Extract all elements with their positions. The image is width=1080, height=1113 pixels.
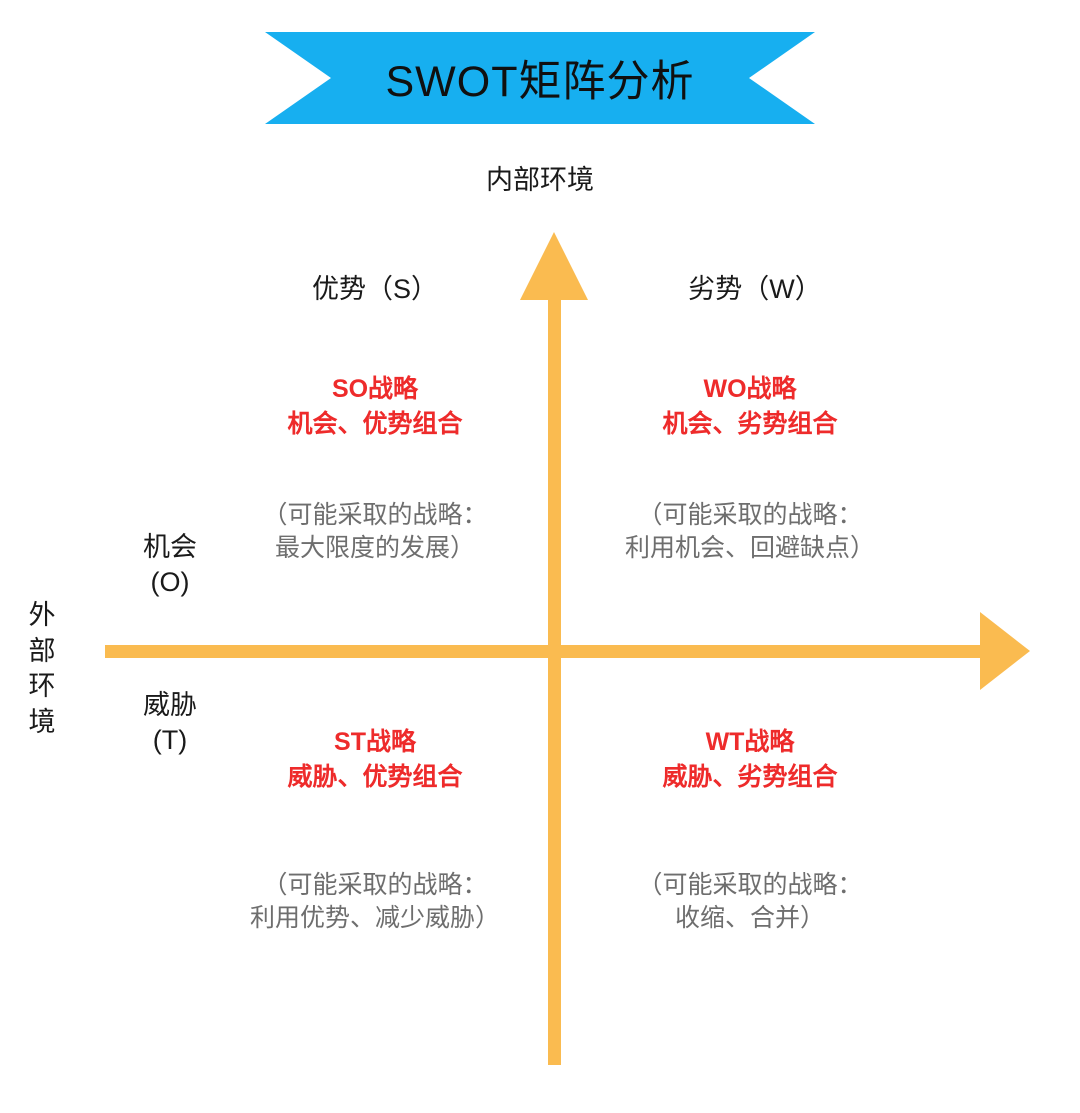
threat-axis-label: 威胁 (T) [143, 690, 197, 755]
quadrant-wo-heading: WO战略 机会、劣势组合 [662, 375, 838, 438]
quadrant-st: ST战略 威胁、优势组合 （可能采取的战略： 利用优势、减少威胁） [225, 725, 525, 935]
quadrant-wt-heading: WT战略 威胁、劣势组合 [662, 728, 838, 791]
quadrant-st-subtitle: （可能采取的战略： 利用优势、减少威胁） [249, 871, 500, 932]
quadrant-wt: WT战略 威胁、劣势组合 （可能采取的战略： 收缩、合并） [590, 725, 910, 935]
quadrant-so-heading: SO战略 机会、优势组合 [287, 375, 463, 438]
opportunity-axis-label: 机会 (O) [143, 532, 197, 597]
quadrant-st-heading: ST战略 威胁、优势组合 [287, 728, 463, 791]
weakness-axis-label: 劣势（W） [688, 274, 822, 304]
quadrant-wo: WO战略 机会、劣势组合 （可能采取的战略： 利用机会、回避缺点） [590, 372, 910, 565]
vertical-axis-arrowhead-icon [520, 232, 588, 300]
strength-axis-label: 优势（S） [311, 274, 438, 304]
title-banner: SWOT矩阵分析 [265, 32, 815, 124]
quadrant-so: SO战略 机会、优势组合 （可能采取的战略： 最大限度的发展） [225, 372, 525, 565]
quadrant-wo-subtitle: （可能采取的战略： 利用机会、回避缺点） [624, 501, 875, 562]
quadrant-so-subtitle: （可能采取的战略： 最大限度的发展） [262, 501, 488, 562]
external-environment-label: 外部环境 [28, 600, 56, 737]
internal-environment-label: 内部环境 [486, 165, 594, 195]
vertical-axis-line [548, 294, 561, 1065]
horizontal-axis-arrowhead-icon [980, 612, 1030, 690]
ribbon-shape [265, 32, 815, 124]
page-title: SWOT矩阵分析 [385, 58, 695, 106]
quadrant-wt-subtitle: （可能采取的战略： 收缩、合并） [637, 871, 863, 932]
horizontal-axis-line [105, 645, 985, 658]
